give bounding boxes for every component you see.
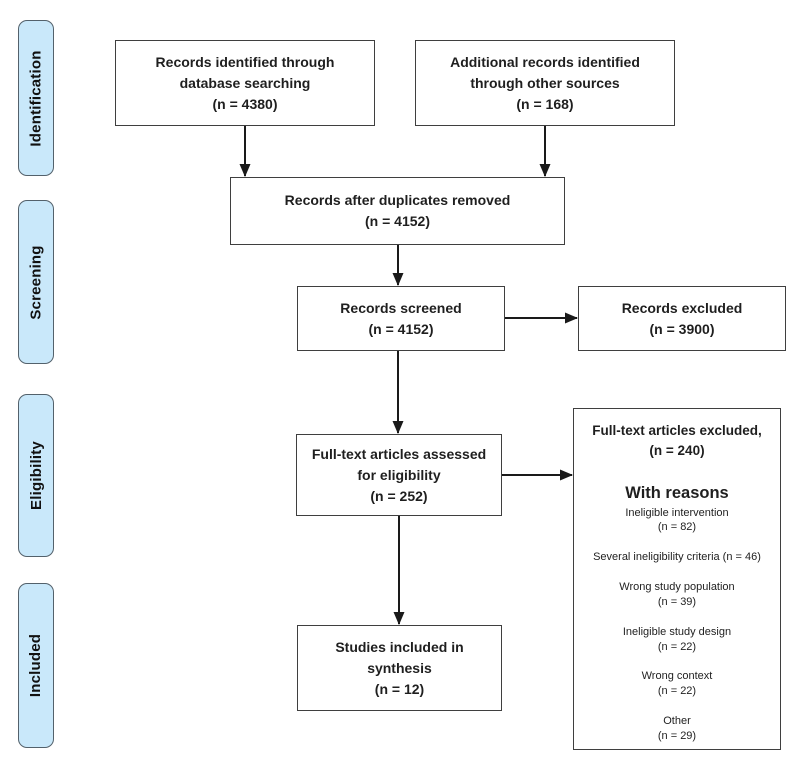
- box-studies-included: Studies included in synthesis (n = 12): [297, 625, 502, 711]
- box-duplicates-removed: Records after duplicates removed (n = 41…: [230, 177, 565, 245]
- stage-label-text: Identification: [27, 49, 45, 147]
- with-reasons-heading: With reasons: [625, 483, 729, 502]
- exclusion-reasons-list: Ineligible intervention (n = 82) Several…: [593, 506, 761, 744]
- box-text: Studies included in synthesis (n = 12): [335, 638, 464, 697]
- stage-label-text: Included: [27, 633, 45, 698]
- box-text: Additional records identified through ot…: [450, 53, 640, 112]
- box-text: Records identified through database sear…: [155, 53, 335, 112]
- box-fulltext-assessed: Full-text articles assessed for eligibil…: [296, 434, 502, 516]
- exclusion-reason: Other (n = 29): [657, 715, 697, 742]
- stage-label-screening: Screening: [18, 200, 54, 364]
- box-text: Records excluded (n = 3900): [621, 299, 743, 337]
- exclusion-reason: Several ineligibility criteria (n = 46): [593, 551, 761, 564]
- stage-label-text: Eligibility: [27, 441, 45, 510]
- box-text: Records screened (n = 4152): [340, 299, 462, 337]
- stage-label-text: Screening: [27, 244, 45, 320]
- exclusion-reason: Wrong context (n = 22): [641, 670, 713, 698]
- stage-label-included: Included: [18, 583, 54, 748]
- exclusion-reason: Ineligible study design (n = 22): [622, 625, 732, 653]
- box-fulltext-excluded: Full-text articles excluded, (n = 240) W…: [573, 408, 781, 750]
- box-records-identified: Records identified through database sear…: [115, 40, 375, 126]
- box-text: Records after duplicates removed (n = 41…: [284, 192, 511, 229]
- box-text: Full-text articles assessed for eligibil…: [311, 445, 487, 504]
- fulltext-excluded-title: Full-text articles excluded, (n = 240): [592, 423, 762, 459]
- box-records-screened: Records screened (n = 4152): [297, 286, 505, 351]
- box-records-excluded: Records excluded (n = 3900): [578, 286, 786, 351]
- stage-label-identification: Identification: [18, 20, 54, 176]
- exclusion-reason: Wrong study population (n = 39): [619, 581, 735, 608]
- stage-label-eligibility: Eligibility: [18, 394, 54, 557]
- exclusion-reason: Ineligible intervention (n = 82): [625, 506, 729, 534]
- box-additional-records: Additional records identified through ot…: [415, 40, 675, 126]
